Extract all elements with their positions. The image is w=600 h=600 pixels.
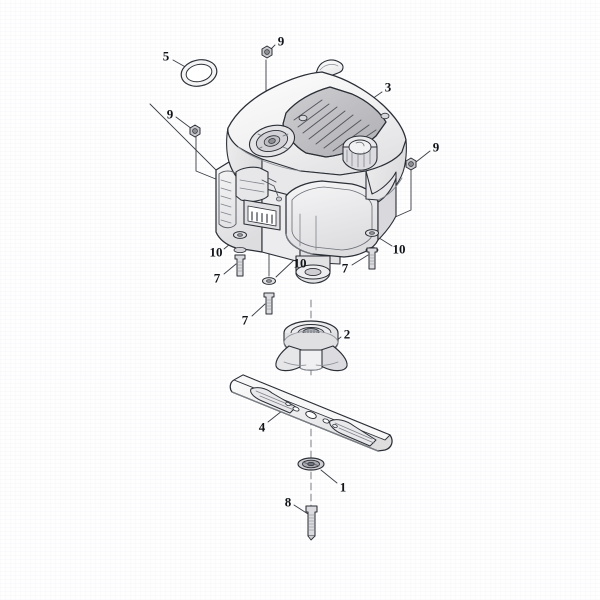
engine-model-plate xyxy=(243,199,281,231)
engine-air-filter-cover xyxy=(235,166,269,202)
callout-7-left[interactable]: 7 xyxy=(213,270,221,286)
callout-7-centre[interactable]: 7 xyxy=(241,312,249,328)
part-7-hex-screw-right xyxy=(366,247,378,270)
callout-10-right[interactable]: 10 xyxy=(392,241,406,257)
callout-8[interactable]: 8 xyxy=(284,494,292,510)
callout-9-right[interactable]: 9 xyxy=(432,139,440,155)
part-10-flat-washer-right xyxy=(365,229,379,237)
callout-10-centre[interactable]: 10 xyxy=(293,255,307,271)
callout-9-top[interactable]: 9 xyxy=(277,33,285,49)
engine-cooling-fins xyxy=(220,179,232,224)
part-9-hex-nut-top xyxy=(261,45,273,59)
engine-output-shaft xyxy=(295,255,331,284)
part-4-cutting-blade xyxy=(229,374,393,452)
callout-4[interactable]: 4 xyxy=(258,419,266,435)
callout-9-left[interactable]: 9 xyxy=(166,106,174,122)
part-10-flat-washer-centre xyxy=(262,277,276,285)
engine-throttle-linkage xyxy=(261,177,282,202)
part-5-oval-gasket xyxy=(180,59,218,87)
callout-3[interactable]: 3 xyxy=(384,79,392,95)
callout-7-right[interactable]: 7 xyxy=(341,260,349,276)
part-7-hex-screw-left xyxy=(234,254,246,277)
part-7-hex-screw-centre xyxy=(263,292,275,315)
part-9-hex-nut-right xyxy=(405,157,417,171)
engine-muffler-guard xyxy=(285,180,379,258)
callout-10-left[interactable]: 10 xyxy=(209,244,223,260)
callout-1[interactable]: 1 xyxy=(339,479,347,495)
part-9-hex-nut-left xyxy=(189,124,201,138)
part-1-blade-washer xyxy=(297,457,325,471)
engine-fill-cap xyxy=(342,135,378,171)
part-10-flat-washer-left xyxy=(233,231,247,239)
part-8-blade-bolt xyxy=(305,505,318,541)
engine-recoil-starter xyxy=(248,124,296,158)
callout-5[interactable]: 5 xyxy=(162,48,170,64)
callout-2[interactable]: 2 xyxy=(343,326,351,342)
part-3-engine-assembly xyxy=(215,59,407,284)
part-2-blade-adapter xyxy=(275,320,348,372)
